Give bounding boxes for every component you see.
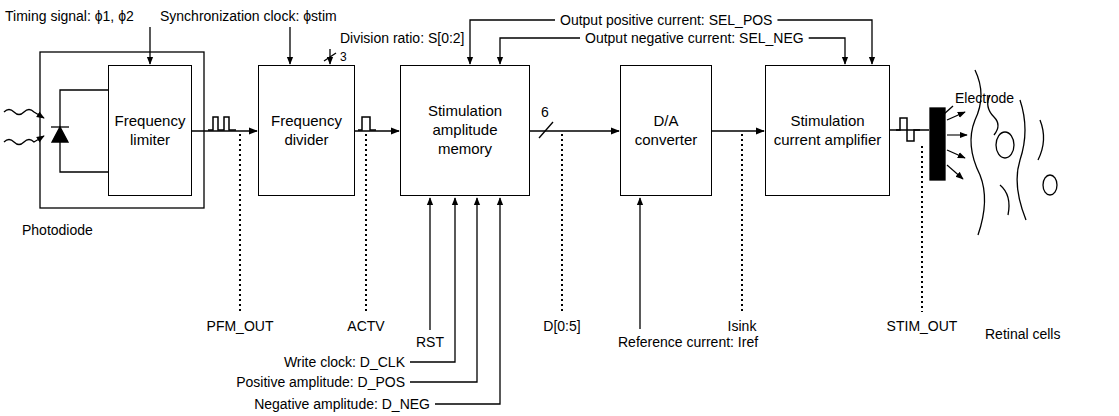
dclk-wire	[410, 198, 455, 362]
process-box: D/A converter	[620, 65, 712, 196]
signal-label: Synchronization clock: ϕstim	[160, 8, 337, 24]
signal-label: ACTV	[347, 318, 384, 334]
pulse-train	[208, 117, 236, 130]
box-label: Stimulation current amplifier	[770, 112, 885, 150]
electrode	[930, 108, 945, 180]
signal-label: Electrode	[955, 90, 1014, 106]
box-label: D/A converter	[625, 112, 707, 150]
sync-wire	[289, 27, 290, 64]
box-label: Frequency limiter	[113, 112, 187, 150]
bus-slash	[324, 53, 336, 61]
signal-label: RST	[416, 334, 444, 350]
box-label: Frequency divider	[263, 112, 350, 150]
signal-label: Timing signal: ϕ1, ϕ2	[5, 8, 134, 24]
signal-label: Write clock: D_CLK	[284, 354, 405, 370]
signal-label: Output negative current: SEL_NEG	[585, 30, 804, 46]
signal-label: STIM_OUT	[887, 318, 958, 334]
signal-arrow	[530, 130, 619, 132]
process-box: Stimulation amplitude memory	[400, 65, 530, 196]
signal-label: Division ratio: S[0:2]	[340, 30, 465, 46]
signal-label: Output positive current: SEL_POS	[560, 12, 772, 28]
bus-slash	[539, 122, 553, 138]
process-box: Frequency divider	[258, 65, 355, 196]
stimulus-waves	[947, 112, 967, 179]
sensor-housing	[40, 52, 204, 208]
signal-label: 3	[340, 49, 347, 65]
signal-label: Positive amplitude: D_POS	[236, 374, 405, 390]
timing-wire	[149, 27, 150, 64]
rst-wire	[429, 198, 430, 330]
control-wire	[809, 38, 845, 64]
light-arrows	[4, 110, 44, 145]
photodiode-symbol	[51, 90, 108, 172]
signal-label: Isink	[728, 318, 757, 334]
process-box: Frequency limiter	[108, 65, 192, 196]
box-label: Stimulation amplitude memory	[405, 102, 525, 158]
signal-label: PFM_OUT	[207, 318, 274, 334]
stim-wire	[890, 129, 929, 131]
control-wire	[470, 20, 555, 64]
signal-arrow	[355, 130, 399, 132]
iref-wire	[639, 198, 640, 329]
signal-arrow	[192, 130, 257, 132]
dpos-wire	[410, 198, 477, 382]
signal-label: Photodiode	[22, 222, 93, 238]
signal-label: Reference current: Iref	[618, 334, 758, 350]
pulse	[358, 117, 376, 130]
signal-label: Negative amplitude: D_NEG	[254, 396, 430, 412]
control-wire	[500, 38, 580, 64]
leader-line	[944, 106, 953, 114]
signal-label: 6	[541, 104, 549, 120]
process-box: Stimulation current amplifier	[765, 65, 890, 196]
signal-arrow	[712, 130, 764, 132]
signal-label: D[0:5]	[543, 318, 580, 334]
signal-label: Retinal cells	[985, 326, 1060, 342]
dneg-wire	[435, 198, 500, 404]
